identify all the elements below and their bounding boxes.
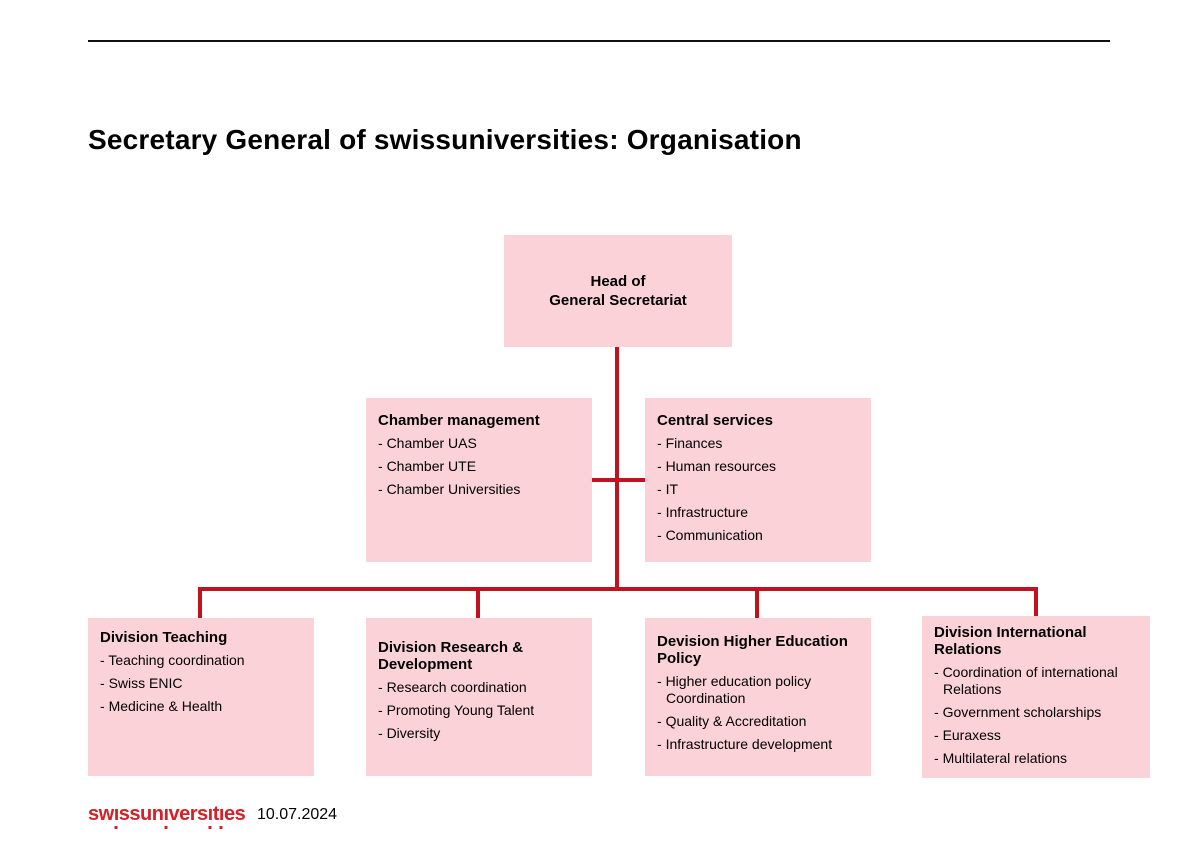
org-list-item: Chamber Universities	[378, 481, 582, 498]
connector-drop-higher-ed	[755, 587, 759, 618]
connector-trunk-vertical	[615, 347, 619, 591]
logo-dotted-i: ı	[163, 803, 169, 825]
connector-drop-teaching	[198, 587, 202, 618]
org-list-item: Chamber UAS	[378, 435, 582, 452]
logo-dotted-i: ı	[207, 803, 214, 825]
org-list-item: Research coordination	[378, 679, 582, 696]
org-box-central-services: Central services FinancesHuman resources…	[645, 398, 871, 562]
org-list-item: Finances	[657, 435, 861, 452]
org-list-item: Medicine & Health	[100, 698, 304, 715]
org-list-item: IT	[657, 481, 861, 498]
org-list-item: Infrastructure development	[657, 736, 861, 753]
org-box-title: Division Teaching	[100, 629, 228, 646]
logo-dotted-i: ı	[113, 803, 120, 825]
org-box-head-of-general-secretariat: Head of General Secretariat	[504, 235, 732, 347]
org-list-item: Multilateral relations	[934, 750, 1148, 767]
top-rule	[88, 40, 1110, 42]
org-list-item: Human resources	[657, 458, 861, 475]
org-list-item: Euraxess	[934, 727, 1148, 744]
org-box-division-research-development: Division Research & Development Research…	[366, 618, 592, 776]
org-box-chamber-management: Chamber management Chamber UAS Chamber UT…	[366, 398, 592, 562]
org-box-title: Division International Relations	[934, 624, 1087, 658]
org-box-title: Devision Higher Education Policy	[657, 633, 848, 667]
org-box-title: Central services	[657, 412, 773, 429]
connector-drop-international	[1034, 587, 1038, 616]
swissuniversities-logo: swıssunıversıtıes	[88, 803, 246, 825]
logo-dotted-i: ı	[218, 803, 225, 825]
org-box-items: Coordination of international RelationsG…	[934, 664, 1148, 767]
org-list-item: Chamber UTE	[378, 458, 582, 475]
org-box-title: Head of General Secretariat	[549, 273, 687, 309]
org-box-division-teaching: Division Teaching Teaching coordinationS…	[88, 618, 314, 776]
org-list-item: Teaching coordination	[100, 652, 304, 669]
org-list-item: Coordination of international Relations	[934, 664, 1148, 698]
org-list-item: Higher education policy Coordination	[657, 673, 861, 707]
org-list-item: Quality & Accreditation	[657, 713, 861, 730]
org-list-item: Government scholarships	[934, 704, 1148, 721]
org-list-item: Diversity	[378, 725, 582, 742]
org-box-title: Division Research & Development	[378, 639, 524, 673]
org-list-item: Promoting Young Talent	[378, 702, 582, 719]
org-box-items: FinancesHuman resourcesIT InfrastructureC…	[657, 435, 861, 544]
org-box-items: Teaching coordinationSwiss ENIC Medicine …	[100, 652, 304, 715]
org-box-items: Higher education policy CoordinationQual…	[657, 673, 861, 753]
org-box-items: Chamber UAS Chamber UTE Chamber Universiti…	[378, 435, 582, 498]
org-box-higher-education-policy: Devision Higher Education Policy Higher …	[645, 618, 871, 776]
org-list-item: Infrastructure	[657, 504, 861, 521]
footer-date: 10.07.2024	[257, 806, 338, 823]
org-box-items: Research coordinationPromoting Young Tal…	[378, 679, 582, 742]
connector-middle-horizontal	[592, 478, 645, 482]
org-box-title: Chamber management	[378, 412, 540, 429]
page-title: Secretary General of swissuniversities: …	[88, 124, 802, 155]
connector-bottom-horizontal	[198, 587, 1038, 591]
org-list-item: Swiss ENIC	[100, 675, 304, 692]
org-list-item: Communication	[657, 527, 861, 544]
org-box-division-international-relations: Division International Relations Coordin…	[922, 616, 1150, 778]
connector-drop-research	[476, 587, 480, 618]
